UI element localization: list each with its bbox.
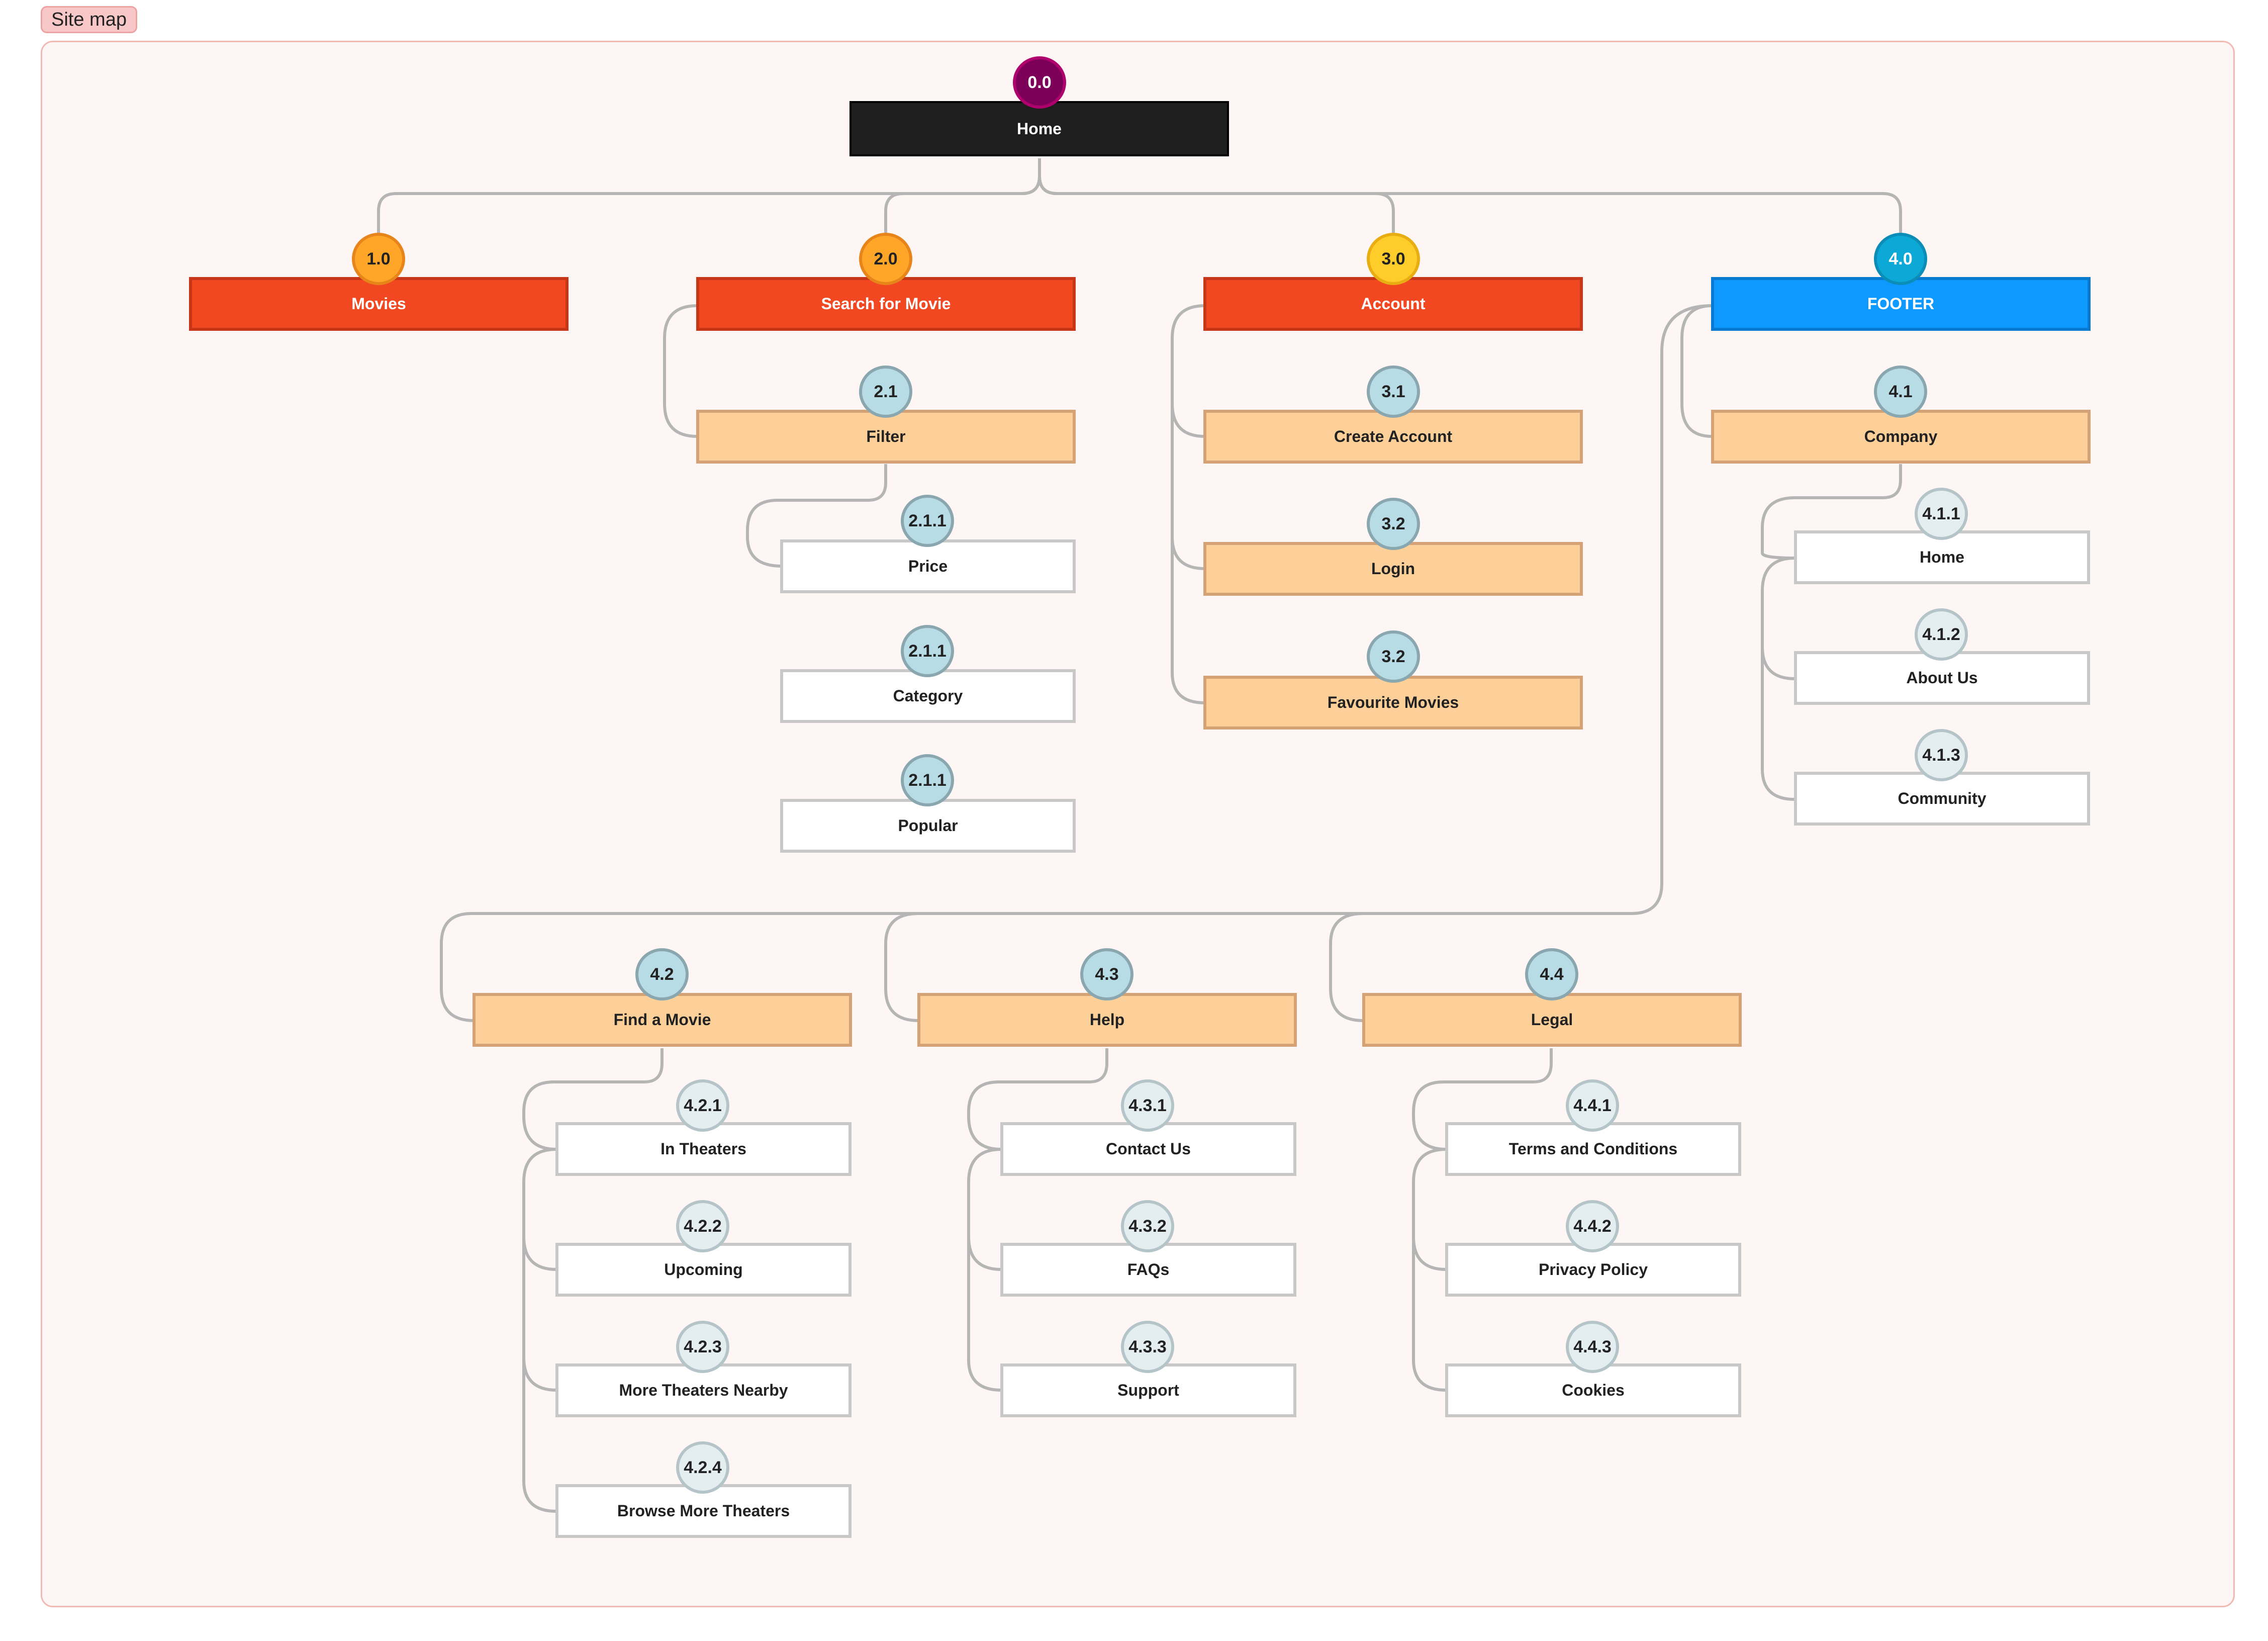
connector-legal-children [1412,1048,1553,1151]
connector-findmovie-more [522,1357,557,1392]
badge-in-theaters: 4.2.1 [676,1079,729,1132]
badge-create-account: 3.1 [1367,366,1420,418]
node-category[interactable]: Category [780,669,1076,723]
badge-account: 3.0 [1367,233,1420,285]
node-company[interactable]: Company [1711,410,2091,464]
badge-contact-us: 4.3.1 [1121,1079,1174,1132]
badge-filter: 2.1 [859,366,912,418]
node-login[interactable]: Login [1203,542,1583,596]
badge-about-us: 4.1.2 [1915,608,1968,661]
connector-filter-price [746,464,887,568]
connector-help-faqs [967,1236,1002,1271]
badge-login: 3.2 [1367,498,1420,550]
connector-account-login [1171,536,1205,570]
connector-footer-lower [440,304,1713,1022]
connector-home-footer [1038,158,1902,236]
badge-find-a-movie: 4.2 [635,948,689,1000]
node-footer[interactable]: FOOTER [1711,277,2091,331]
node-filter[interactable]: Filter [696,410,1076,464]
node-account[interactable]: Account [1203,277,1583,331]
node-help[interactable]: Help [917,993,1297,1047]
badge-cookies: 4.4.3 [1566,1321,1619,1373]
node-popular[interactable]: Popular [780,799,1076,853]
connector-footer-legal [1329,912,1364,1022]
connector-help-trunk [967,1148,1002,1392]
badge-company: 4.1 [1874,366,1927,418]
site-map-tag: Site map [41,6,137,33]
badge-popular: 2.1.1 [901,754,954,806]
connector-account-children [1171,304,1205,704]
connector-findmovie-upcoming [522,1236,557,1271]
node-price[interactable]: Price [780,539,1076,593]
badge-support: 4.3.3 [1121,1321,1174,1373]
connector-legal-trunk [1412,1148,1447,1392]
badge-favourite-movies: 3.2 [1367,630,1420,683]
connector-home-movies [377,158,1041,236]
connector-company-about [1761,647,1795,680]
badge-community: 4.1.3 [1915,729,1968,781]
connector-search-filter [663,304,698,438]
node-search-for-movie[interactable]: Search for Movie [696,277,1076,331]
badge-home: 0.0 [1013,56,1066,109]
badge-legal: 4.4 [1525,948,1578,1000]
badge-price: 2.1.1 [901,495,954,547]
badge-upcoming: 4.2.2 [676,1200,729,1252]
connector-legal-privacy [1412,1236,1447,1271]
badge-privacy-policy: 4.4.2 [1566,1200,1619,1252]
connector-home-search [884,158,1041,236]
connector-footer-help [884,912,919,1022]
badge-browse-more-theaters: 4.2.4 [676,1441,729,1494]
badge-terms-and-conditions: 4.4.1 [1566,1079,1619,1132]
badge-help: 4.3 [1080,948,1133,1000]
badge-movies: 1.0 [352,233,405,285]
connector-footer-company [1680,304,1713,438]
connector-company-children [1761,464,1902,560]
badge-faqs: 4.3.2 [1121,1200,1174,1252]
badge-more-theaters-nearby: 4.2.3 [676,1321,729,1373]
badge-search-for-movie: 2.0 [859,233,912,285]
node-legal[interactable]: Legal [1362,993,1742,1047]
connector-company-children-trunk [1761,557,1795,801]
node-favourite-movies[interactable]: Favourite Movies [1203,676,1583,730]
node-home[interactable]: Home [849,101,1229,156]
node-find-a-movie[interactable]: Find a Movie [472,993,852,1047]
connector-findmovie-children [522,1048,664,1151]
node-create-account[interactable]: Create Account [1203,410,1583,464]
connector-account-create [1171,403,1205,438]
connector-home-account [1038,158,1395,236]
badge-company-home: 4.1.1 [1915,488,1968,540]
connector-findmovie-trunk [522,1148,557,1513]
badge-footer: 4.0 [1874,233,1927,285]
connector-help-children [967,1048,1108,1151]
badge-category: 2.1.1 [901,625,954,677]
node-movies[interactable]: Movies [189,277,569,331]
